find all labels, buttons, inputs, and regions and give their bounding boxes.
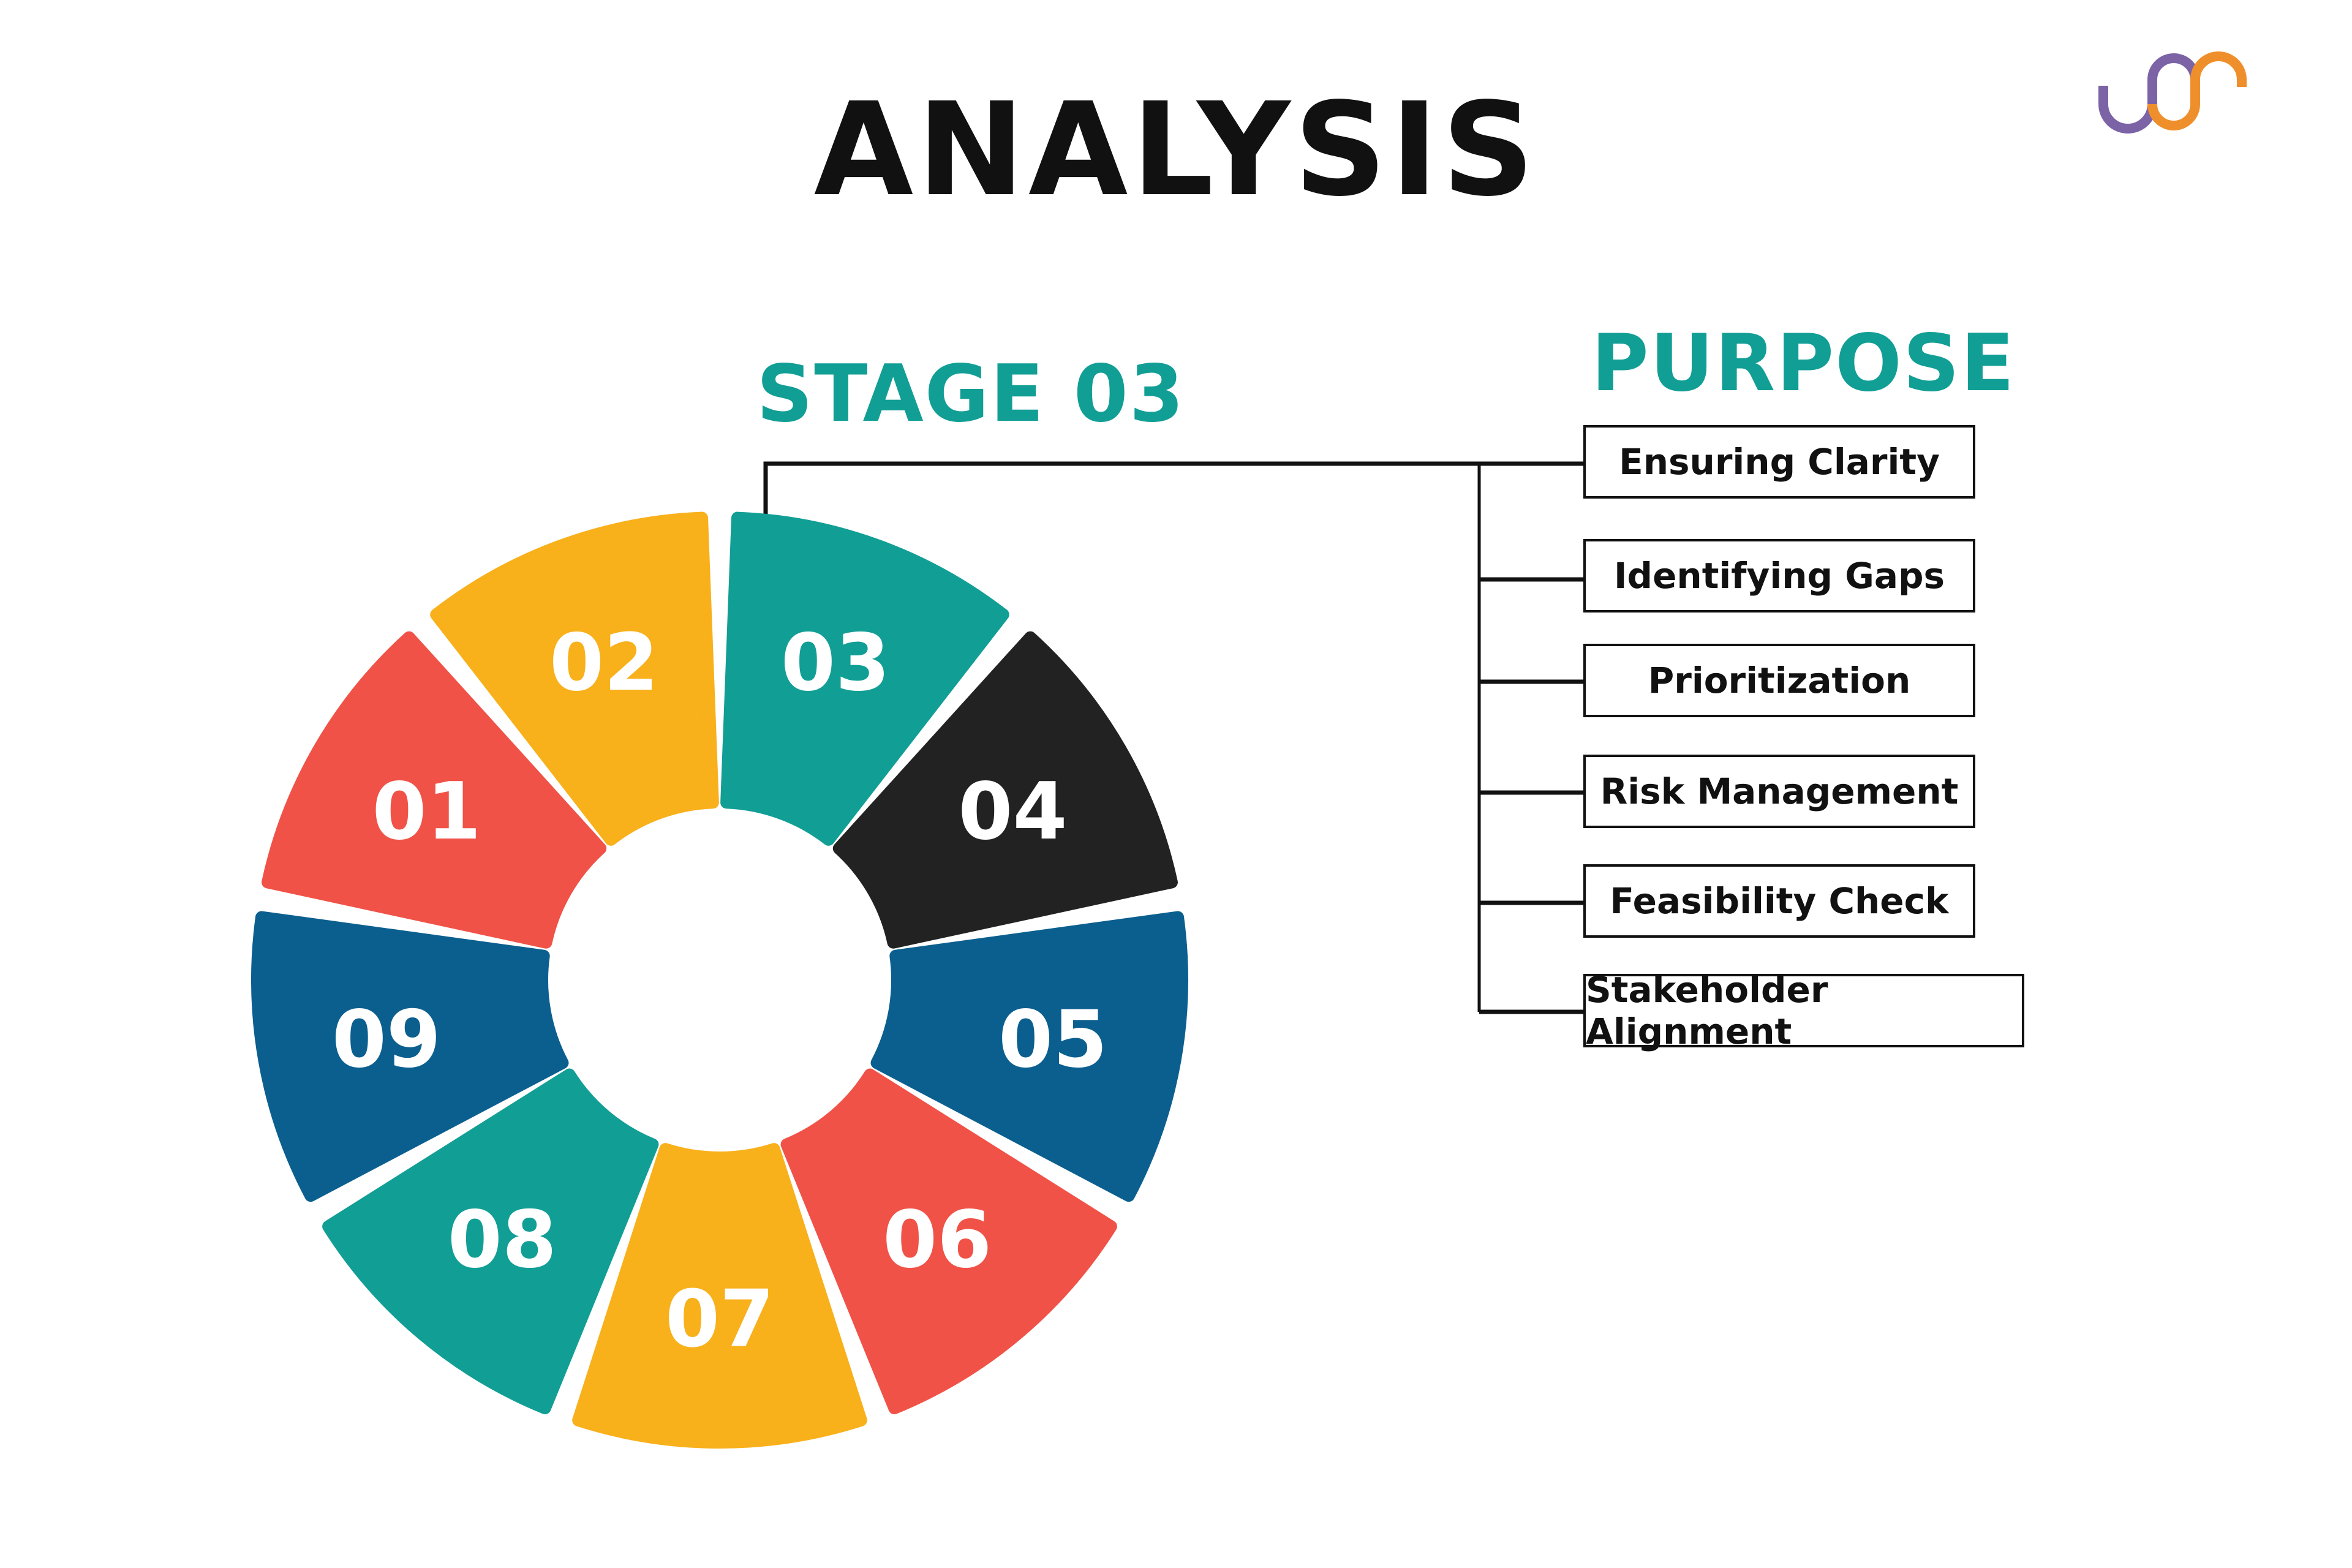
purpose-item-identifying-gaps: Identifying Gaps (1583, 539, 1975, 612)
purpose-item-feasibility-check: Feasibility Check (1583, 864, 1975, 938)
wheel-segment-03 (720, 511, 1009, 846)
wheel-segment-label: 03 (781, 617, 890, 709)
wheel-segment-label: 01 (372, 766, 481, 858)
purpose-heading: PURPOSE (1591, 318, 2016, 409)
wheel-segment-05 (870, 911, 1188, 1202)
wheel-segment-04 (832, 631, 1178, 949)
connector-lines (763, 461, 1583, 1014)
page-title: ANALYSIS (813, 75, 1539, 225)
wheel-segment-label: 08 (448, 1194, 557, 1286)
wheel-segment-label: 02 (549, 617, 658, 709)
wheel-segment-label: 06 (883, 1194, 992, 1286)
purpose-item-prioritization: Prioritization (1583, 644, 1975, 717)
wheel-segment-09 (251, 911, 569, 1202)
stage-label: STAGE 03 (756, 349, 1185, 440)
wheel-segment-07 (572, 1143, 867, 1449)
wheel-segment-label: 04 (958, 766, 1067, 858)
wheel-segment-02 (430, 511, 719, 846)
wheel-segment-06 (780, 1068, 1117, 1415)
wheel-segment-label: 05 (998, 994, 1107, 1085)
purpose-item-stakeholder-alignment: Stakeholder Alignment (1583, 969, 2024, 1052)
wheel-segment-label: 09 (332, 994, 441, 1085)
purpose-item-risk-management: Risk Management (1583, 755, 1975, 828)
wheel-segment-08 (322, 1068, 659, 1415)
wheel-segment-01 (262, 631, 607, 949)
purpose-item-ensuring-clarity: Ensuring Clarity (1583, 425, 1975, 499)
wheel-segment-label: 07 (665, 1274, 774, 1365)
brand-logo-icon (2098, 51, 2247, 134)
